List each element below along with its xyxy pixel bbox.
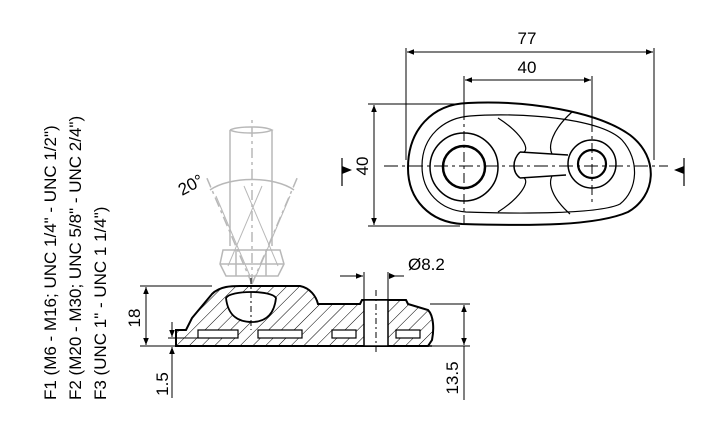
section-arrow-right <box>674 158 685 186</box>
dim-1.5-label: 1.5 <box>153 372 172 396</box>
slot <box>513 151 569 179</box>
dim-13.5-label: 13.5 <box>443 361 462 394</box>
pad-1 <box>197 329 239 339</box>
top-view: 77 40 40 <box>341 29 685 227</box>
dim-diameter-label: Ø8.2 <box>408 255 445 274</box>
variant-f2-label: F2 (M20 - M30; UNC 5/8" - UNC 2/4") <box>66 116 85 400</box>
section-arrow-left <box>341 158 352 186</box>
top-view-outline <box>406 101 652 226</box>
pad-2 <box>257 329 303 339</box>
rib-lower-2 <box>549 175 571 215</box>
top-view-inner-contour <box>421 114 636 214</box>
rib-lower <box>497 177 527 213</box>
pad-4 <box>395 329 421 339</box>
spindle-ghost: 20° <box>175 118 299 285</box>
dim-77-label: 77 <box>518 29 537 48</box>
rib-upper <box>497 117 527 153</box>
angle-label: 20° <box>175 171 207 200</box>
dim-40v-label: 40 <box>353 157 372 176</box>
section-view: 20° Ø8.2 18 1.5 <box>125 118 470 400</box>
pad-3 <box>331 329 357 339</box>
variant-f1-label: F1 (M6 - M16; UNC 1/4" - UNC 1/2") <box>41 125 60 400</box>
rib-upper-2 <box>550 111 573 155</box>
dim-40-label: 40 <box>518 58 537 77</box>
dim-18-label: 18 <box>125 309 144 328</box>
variant-f3-label: F3 (UNC 1" - UNC 1 1/4") <box>91 207 110 400</box>
variant-labels: F1 (M6 - M16; UNC 1/4" - UNC 1/2") F2 (M… <box>41 116 110 400</box>
